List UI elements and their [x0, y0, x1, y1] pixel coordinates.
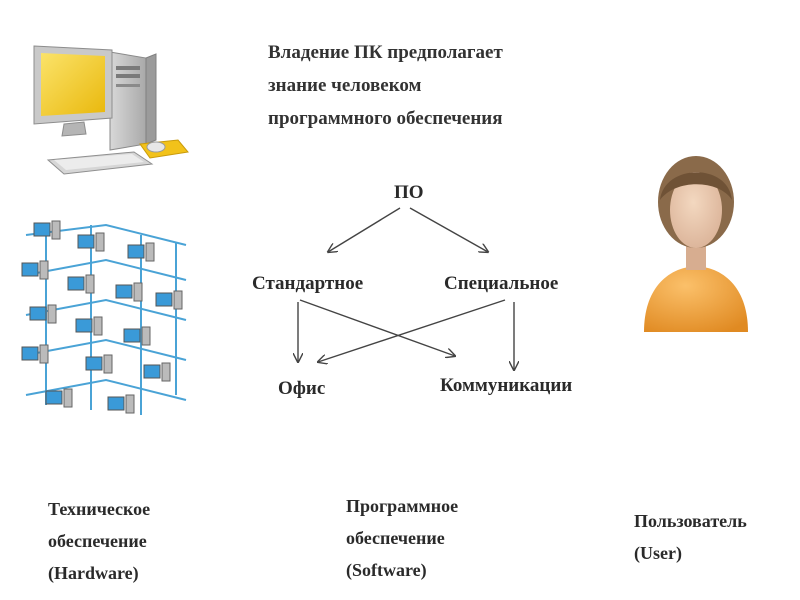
node-special: Специальное: [444, 273, 559, 294]
node-software: ПО: [394, 182, 424, 203]
node-office: Офис: [278, 378, 326, 399]
heading-line-1: Владение ПК предполагает: [268, 42, 503, 63]
heading: Владение ПК предполагает знание человеко…: [268, 36, 588, 135]
node-standard: Стандартное: [252, 273, 364, 294]
node-communications: Коммуникации: [440, 375, 573, 396]
user-avatar-icon: [644, 156, 748, 332]
arrow-root-to-standard: [328, 207, 401, 252]
arrow-standard-to-communications: [299, 299, 455, 356]
caption-hardware-line-3: (Hardware): [48, 563, 139, 583]
caption-user-line-1: Пользователь: [634, 511, 747, 531]
caption-software-line-3: (Software): [346, 560, 427, 580]
arrow-special-to-office: [318, 299, 506, 362]
arrow-root-to-special: [409, 207, 488, 252]
caption-hardware: Техническое обеспечение (Hardware): [48, 493, 150, 589]
computer-network-icon: [21, 220, 187, 415]
caption-software-line-1: Программное: [346, 496, 459, 516]
caption-user-line-2: (User): [634, 543, 682, 563]
caption-software-line-2: обеспечение: [346, 528, 445, 548]
caption-hardware-line-2: обеспечение: [48, 531, 147, 551]
heading-line-2: знание человеком: [268, 75, 422, 96]
caption-software: Программное обеспечение (Software): [346, 490, 458, 586]
heading-line-3: программного обеспечения: [268, 108, 503, 129]
caption-user: Пользователь (User): [634, 505, 747, 569]
desktop-computer-icon: [33, 45, 189, 175]
caption-hardware-line-1: Техническое: [48, 499, 151, 519]
